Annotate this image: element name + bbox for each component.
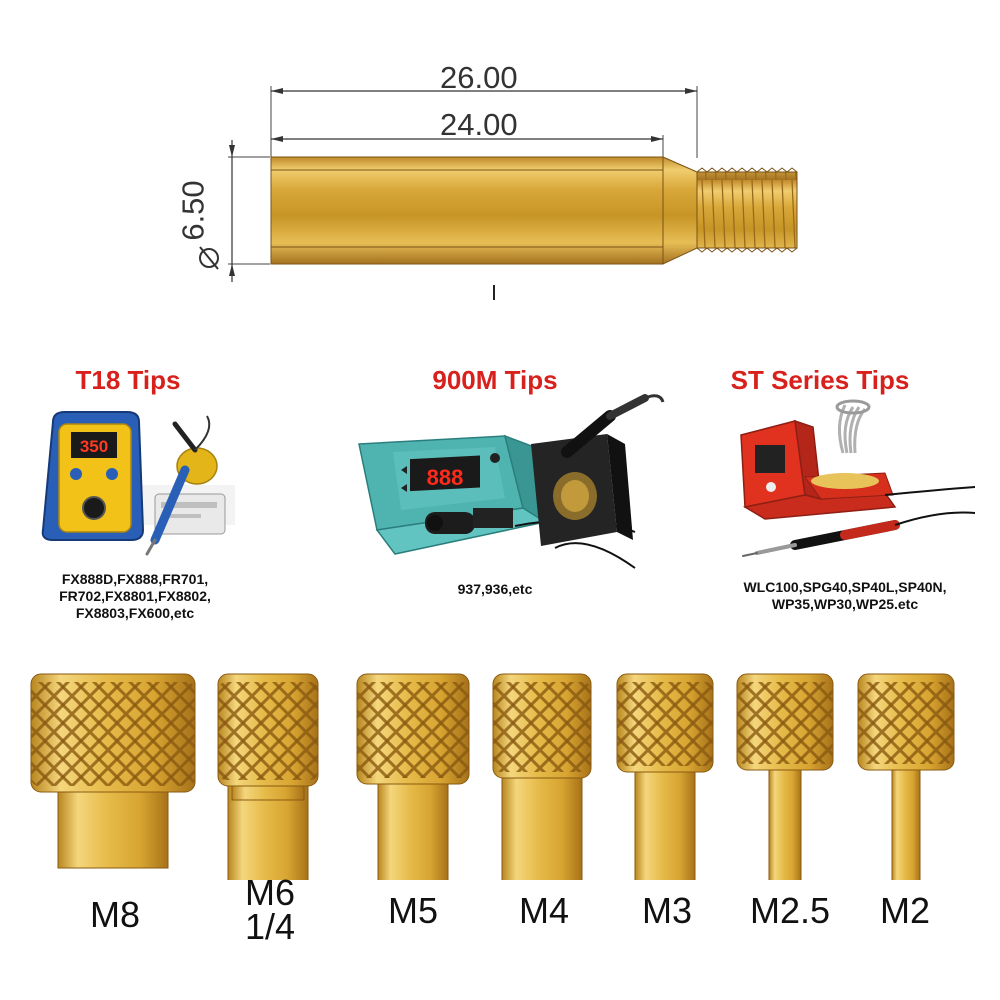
st-series-station-image bbox=[740, 399, 975, 557]
diameter-dimension-line bbox=[229, 140, 235, 282]
adapter-knurl-pattern bbox=[737, 682, 833, 764]
diameter-label: 6.50 bbox=[175, 180, 211, 241]
adapter-shank bbox=[768, 765, 802, 880]
adapter-knurl-pattern bbox=[357, 682, 469, 778]
900m-station-image: 888 bbox=[358, 394, 665, 569]
category-title-900m: 900M Tips bbox=[432, 365, 558, 395]
adapter-size-label: M4 bbox=[518, 890, 569, 931]
body-length-dimension-line bbox=[271, 136, 663, 142]
knurled-adapter bbox=[30, 673, 196, 869]
category-title-st-series: ST Series Tips bbox=[730, 365, 910, 395]
knurled-adapter bbox=[492, 673, 592, 880]
knurled-adapter bbox=[356, 673, 470, 880]
knurled-adapter bbox=[616, 673, 714, 880]
900m-display-value: 888 bbox=[427, 465, 464, 490]
t18-compatible-models: FX888D,FX888,FR701, FR702,FX8801,FX8802,… bbox=[59, 571, 211, 621]
adapter-size-label: M3 bbox=[641, 890, 692, 931]
adapter-shank bbox=[57, 787, 169, 869]
dimension-drawing bbox=[199, 86, 798, 300]
adapter-knurl-pattern bbox=[858, 682, 954, 764]
900m-compatible-models: 937,936,etc bbox=[457, 581, 533, 597]
insert-neck bbox=[662, 156, 698, 265]
t18-station-image: 350 bbox=[41, 411, 235, 556]
adapter-knurl-pattern bbox=[218, 682, 318, 780]
adapter-knurl-pattern bbox=[617, 682, 713, 766]
adapter-shank bbox=[501, 773, 583, 880]
adapter-knurl-pattern bbox=[31, 682, 195, 786]
knurled-adapter bbox=[857, 673, 955, 880]
insert-thread bbox=[696, 171, 798, 249]
adapter-size-label: M8 bbox=[89, 894, 140, 935]
adapter-shank bbox=[377, 779, 449, 880]
adapter-row bbox=[30, 673, 955, 880]
t18-display-value: 350 bbox=[80, 437, 108, 456]
adapter-knurl-pattern bbox=[493, 682, 591, 772]
st-series-compatible-models: WLC100,SPG40,SP40L,SP40N, WP35,WP30,WP25… bbox=[743, 579, 947, 612]
body-length-label: 24.00 bbox=[440, 107, 518, 142]
category-connector bbox=[493, 285, 495, 300]
adapter-size-label: M2.5 bbox=[749, 890, 831, 931]
category-title-t18: T18 Tips bbox=[75, 365, 181, 395]
knurled-adapter bbox=[217, 673, 319, 880]
adapter-size-label: M5 bbox=[387, 890, 438, 931]
diameter-symbol-icon bbox=[199, 246, 219, 270]
overall-length-dimension-line bbox=[271, 88, 697, 94]
adapter-size-label: M2 bbox=[879, 890, 930, 931]
adapter-size-label: M6 1/4 bbox=[244, 872, 296, 947]
knurled-adapter bbox=[736, 673, 834, 880]
adapter-shank bbox=[634, 767, 696, 880]
overall-length-label: 26.00 bbox=[440, 60, 518, 95]
adapter-shank bbox=[891, 765, 921, 880]
insert-body bbox=[270, 156, 664, 265]
